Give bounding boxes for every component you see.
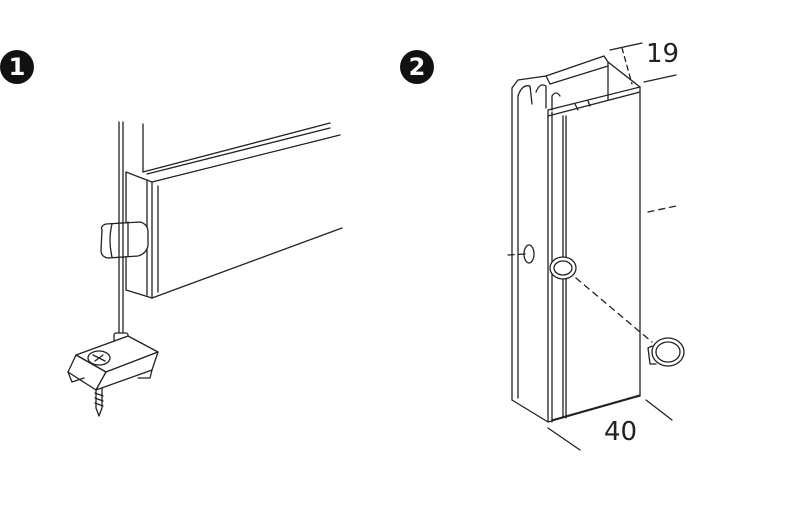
step-2-badge: 2 bbox=[400, 50, 434, 84]
width-dimension-lines bbox=[547, 399, 673, 451]
channel-profile bbox=[511, 55, 641, 423]
depth-dimension-lines bbox=[609, 42, 677, 85]
width-dimension-label: 40 bbox=[604, 417, 637, 447]
depth-dimension-label: 19 bbox=[646, 39, 679, 69]
mounting-holes bbox=[523, 244, 577, 280]
cord-guide bbox=[100, 221, 149, 259]
screw-cap bbox=[647, 337, 685, 367]
step-1-badge: 1 bbox=[0, 50, 34, 84]
alignment-lines bbox=[507, 205, 677, 343]
cord-tensioner-bracket bbox=[67, 332, 159, 417]
head-rail bbox=[125, 122, 343, 299]
